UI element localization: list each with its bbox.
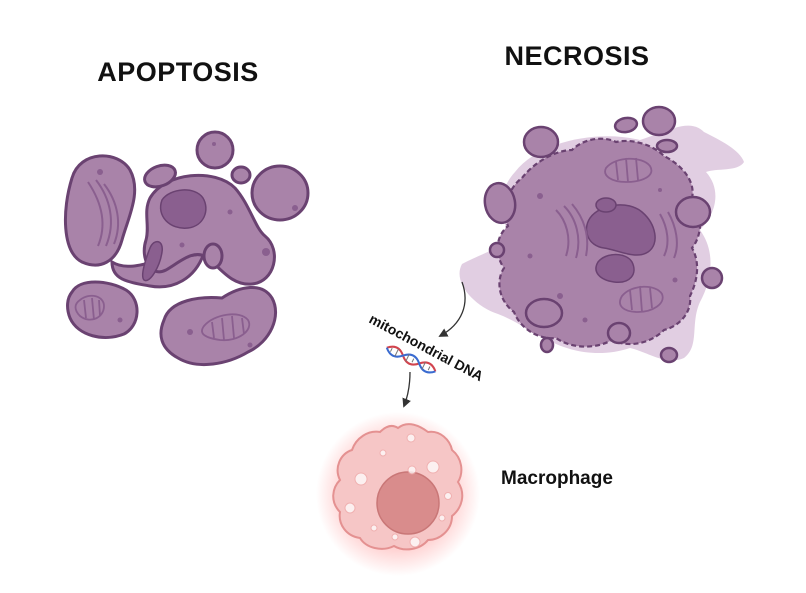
necrosis-title: NECROSIS [504,41,649,71]
macrophage-label: Macrophage [501,468,613,489]
apoptotic-granules [97,142,298,348]
apoptotic-er-lines [87,179,120,247]
macrophage-vesicles [344,433,452,548]
necrotic-er-lines-right [659,211,678,259]
necrotic-mitochondrion-top [604,157,653,183]
apoptotic-nucleus-strand [141,240,163,282]
necrotic-er-lines [555,203,589,259]
apoptotic-mitochondrion-left [74,294,105,321]
macrophage-cell [316,412,480,576]
macrophage-nucleus [376,471,440,535]
necrotic-debris [483,105,724,364]
apoptotic-body-bottom-left [66,280,139,339]
dna-helix-icon [385,345,437,374]
mitochondrial-dna-label: mitochondrial DNA [367,311,486,385]
necrotic-mitochondrion-bottom [619,285,664,313]
apoptotic-bleb-mid [202,242,224,270]
necrotic-granules [527,188,678,323]
apoptosis-title: APOPTOSIS [97,57,259,87]
apoptotic-bleb-top [195,130,235,170]
release-arrow [438,281,466,337]
necrotic-nucleus-small [595,197,617,213]
apoptotic-bleb-small-top [143,163,177,189]
apoptotic-cell [63,130,310,366]
necrotic-nucleus-fragment [595,253,635,283]
apoptotic-bleb-tiny [230,165,252,185]
apoptotic-nucleus-fragment [159,189,207,229]
uptake-arrow [402,371,411,408]
apoptotic-bleb-right [250,164,310,222]
apoptotic-body-bottom-right [159,286,278,366]
apoptotic-organelles [74,142,298,348]
necrotic-cell [459,105,744,364]
apoptotic-mitochondrion-bottom [201,313,251,342]
necrotic-nucleus [585,204,656,256]
